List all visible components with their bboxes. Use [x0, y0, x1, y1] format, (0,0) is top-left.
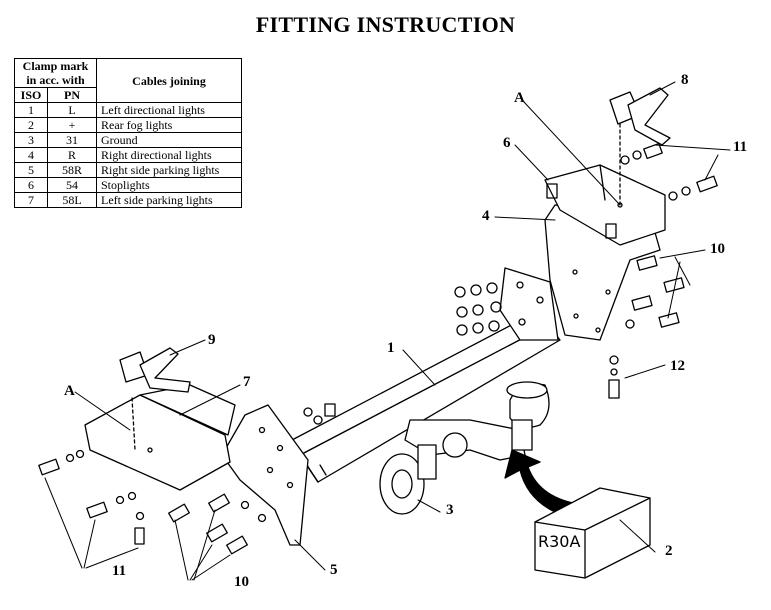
callout-1: 1 [387, 340, 395, 356]
clamp-mark-header: Clamp mark in acc. with [14, 58, 97, 88]
callout-4: 4 [482, 208, 490, 224]
bolts-part-10-lower [168, 493, 267, 555]
box-model-label: R30A [538, 532, 581, 551]
upper-bracket-part-6 [544, 164, 666, 246]
callout-5: 5 [330, 562, 338, 578]
cables-joining-header: Cables joining [96, 58, 242, 103]
iso-cell: 7 [14, 192, 48, 208]
callout-11-lower: 11 [112, 563, 127, 579]
bottom-bracket-part-7 [84, 384, 236, 491]
direction-arrow [504, 449, 586, 521]
tow-ball [404, 381, 550, 461]
pn-cell: 31 [47, 132, 97, 148]
cable-cell: Stoplights [96, 177, 242, 193]
callout-a-upper: A [514, 90, 525, 106]
cable-cell: Right directional lights [96, 147, 242, 163]
clamp-strap-part-9 [119, 347, 191, 393]
pn-cell: 58L [47, 192, 97, 208]
callout-2: 2 [665, 543, 673, 559]
callout-a-lower: A [64, 383, 75, 399]
socket-plate-part-3 [379, 444, 437, 515]
bolts-part-10-right [625, 255, 685, 329]
packaging-box-part-2 [534, 487, 651, 579]
callout-9: 9 [208, 332, 216, 348]
callout-7: 7 [243, 374, 251, 390]
callout-11-upper: 11 [733, 139, 748, 155]
bolt-part-12 [608, 355, 620, 399]
clamp-header-line2: in acc. with [26, 73, 85, 87]
pn-cell: 54 [47, 177, 97, 193]
page-title: FITTING INSTRUCTION [255, 12, 516, 37]
callout-3: 3 [446, 502, 454, 518]
pn-header: PN [47, 87, 97, 103]
callout-8: 8 [681, 72, 689, 88]
cable-cell: Ground [96, 132, 242, 148]
crossbar-part-1 [291, 309, 561, 483]
callout-6: 6 [503, 135, 511, 151]
clamp-header-line1: Clamp mark [22, 59, 89, 73]
leader-lines [44, 81, 731, 581]
callout-12: 12 [670, 358, 685, 374]
cable-cell: Right side parking lights [96, 162, 242, 178]
bolts-part-11-lower [38, 449, 145, 545]
nuts-washers-right [454, 282, 502, 336]
cables-joining-table: Clamp mark in acc. with Cables joining I… [14, 58, 242, 208]
cable-cell: Left side parking lights [96, 192, 242, 208]
callout-10-right: 10 [710, 241, 725, 257]
callout-10-lower: 10 [234, 574, 249, 590]
